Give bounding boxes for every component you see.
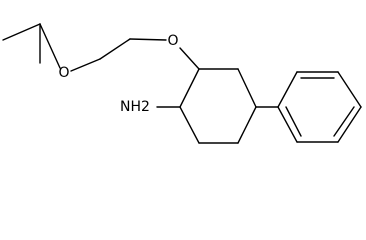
bond-oxygen1-to-ch2 bbox=[70, 58, 101, 72]
oxygen-label-2: O bbox=[167, 33, 178, 49]
oxygen-label-1: O bbox=[58, 65, 69, 81]
bond-isopropyl-to-oxygen bbox=[39, 23, 61, 69]
structure-svg: O O NH2 bbox=[2, 23, 362, 144]
bond-isopropyl-methyl-left bbox=[2, 23, 41, 41]
molecule-drawing: O O NH2 bbox=[2, 23, 362, 144]
phenyl-double-bond-3 bbox=[285, 106, 302, 137]
phenyl-bond-6 bbox=[277, 106, 298, 143]
phenyl-bond-3 bbox=[337, 71, 362, 108]
phenyl-bond-4 bbox=[337, 106, 362, 143]
phenyl-double-bond-2 bbox=[333, 106, 355, 137]
ring-bond-5 bbox=[179, 106, 200, 144]
ring-bond-6 bbox=[179, 68, 200, 108]
bond-ch2-to-ch2 bbox=[99, 38, 131, 60]
bond-ch2-to-oxygen2 bbox=[129, 38, 167, 41]
ring-bond-3 bbox=[237, 106, 257, 144]
phenyl-bond-1 bbox=[277, 71, 298, 108]
ring-bond-2 bbox=[237, 68, 257, 108]
bond-oxygen2-to-ring bbox=[179, 47, 200, 70]
amine-label: NH2 bbox=[120, 99, 150, 115]
